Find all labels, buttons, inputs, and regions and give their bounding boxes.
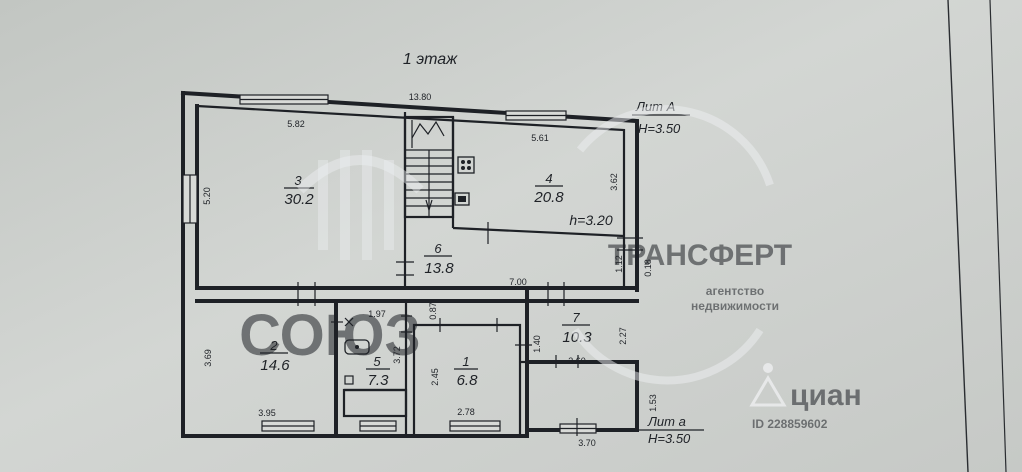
- svg-text:13.8: 13.8: [424, 260, 454, 277]
- dim-annex-width-outer: 3.70: [578, 438, 596, 448]
- dim-room4-depth: 3.62: [609, 173, 619, 191]
- svg-text:30.2: 30.2: [284, 191, 314, 208]
- small-fixture-icon: [344, 375, 354, 385]
- ceiling-height-note: h=3.20: [569, 212, 612, 228]
- dim-room3-width: 5.82: [287, 119, 305, 129]
- svg-text:20.8: 20.8: [533, 189, 564, 206]
- windows: [182, 94, 597, 434]
- svg-text:14.6: 14.6: [260, 357, 290, 374]
- svg-text:недвижимости: недвижимости: [691, 299, 779, 313]
- svg-text:ТРАНСФЕРТ: ТРАНСФЕРТ: [608, 239, 792, 272]
- dimensions: 13.80 5.82 5.61 5.20 3.62 7.00 1.12 0.18…: [202, 92, 658, 448]
- watermark-cian-logo: циан ID 228859602: [749, 363, 862, 431]
- dim-room3-depth: 5.20: [202, 187, 212, 205]
- window-bottom-3: [449, 420, 501, 432]
- dim-room7-depth-b: 2.27: [618, 327, 628, 345]
- lit-annex-label: Лит а H=3.50: [637, 414, 704, 446]
- dim-room1-depth: 2.45: [430, 368, 440, 386]
- svg-text:7: 7: [572, 310, 580, 325]
- dim-right-offset: 1.12: [614, 255, 624, 273]
- frame-border-line: [947, 0, 969, 472]
- dim-room5-door: 0.87: [428, 302, 438, 320]
- svg-text:6.8: 6.8: [457, 372, 479, 389]
- dim-room2-width: 3.95: [258, 408, 276, 418]
- svg-text:циан: циан: [790, 379, 862, 412]
- dim-room7-depth-a: 1.40: [532, 335, 542, 353]
- window-top-left: [239, 94, 329, 105]
- dim-room5-width: 1.97: [368, 309, 386, 319]
- room-5-label: 5 7.3: [366, 354, 390, 389]
- vent-icon: [344, 317, 354, 327]
- svg-text:5: 5: [373, 354, 381, 369]
- frame-border-line: [989, 0, 1007, 472]
- dim-annex-depth: 1.53: [648, 394, 658, 412]
- svg-text:3: 3: [294, 173, 302, 188]
- svg-text:4: 4: [545, 171, 552, 186]
- dim-overall-width: 13.80: [409, 92, 432, 102]
- svg-text:6: 6: [434, 241, 442, 256]
- chimney-icon: [454, 192, 470, 206]
- svg-text:СОЮЗ: СОЮЗ: [239, 303, 421, 368]
- dim-right-small: 0.18: [643, 259, 653, 277]
- svg-text:2: 2: [269, 338, 278, 353]
- svg-text:1: 1: [462, 354, 469, 369]
- svg-text:агентство: агентство: [706, 284, 764, 298]
- room-labels: 3 30.2 4 20.8 6 13.8 2 14.6 5 7.3 1 6.8: [260, 171, 592, 389]
- watermark-soyuz-logo: СОЮЗ: [239, 150, 424, 368]
- dim-room2-depth: 3.69: [203, 349, 213, 367]
- window-top-right: [505, 110, 567, 121]
- dim-room4-width: 5.61: [531, 133, 549, 143]
- floor-title: 1 этаж: [403, 51, 458, 68]
- room-6-label: 6 13.8: [424, 241, 454, 277]
- sink-icon: [344, 339, 370, 355]
- room-1-label: 1 6.8: [454, 354, 478, 389]
- window-bottom-1: [261, 420, 315, 432]
- dim-hall-width: 7.00: [509, 277, 527, 287]
- watermark-transfert-logo: ТРАНСФЕРТ агентство недвижимости: [571, 105, 792, 385]
- window-bottom-2: [359, 420, 397, 432]
- window-annex: [559, 423, 597, 434]
- room-3-label: 3 30.2: [284, 173, 314, 208]
- svg-text:7.3: 7.3: [368, 372, 390, 389]
- stove-icon: [457, 156, 475, 174]
- dim-room1-width: 2.78: [457, 407, 475, 417]
- room-4-label: 4 20.8: [533, 171, 564, 206]
- svg-text:Лит а: Лит а: [647, 414, 686, 429]
- svg-text:ID 228859602: ID 228859602: [752, 417, 828, 431]
- door-openings: [297, 222, 643, 368]
- window-left: [182, 174, 198, 224]
- svg-text:H=3.50: H=3.50: [648, 431, 691, 446]
- staircase: [405, 120, 453, 217]
- room-2-label: 2 14.6: [260, 338, 290, 374]
- svg-text:H=3.50: H=3.50: [638, 121, 681, 136]
- dim-annex-width: 3.60: [568, 356, 586, 366]
- dim-room5-depth: 3.72: [392, 346, 402, 364]
